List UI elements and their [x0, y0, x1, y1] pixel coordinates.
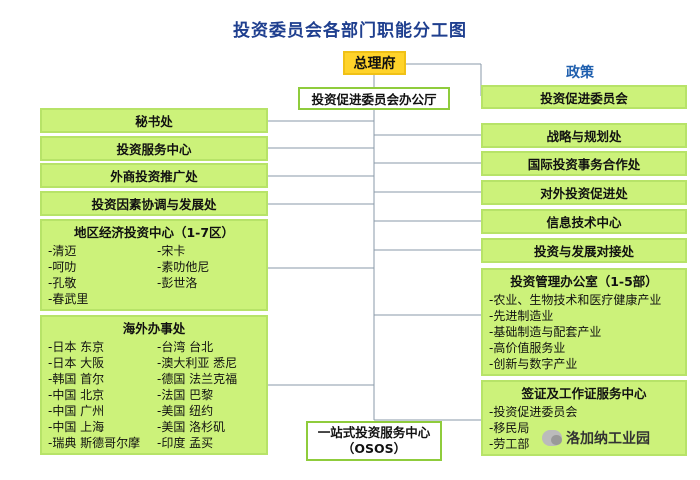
box-international-cooperation: 国际投资事务合作处	[481, 151, 687, 176]
policy-label: 政策	[566, 65, 594, 81]
regional-item: -呵叻	[48, 260, 77, 274]
visa-item: -劳工部	[489, 437, 530, 451]
overseas-item: -韩国 首尔	[48, 372, 105, 386]
regional-item: -孔敬	[48, 276, 77, 290]
regional-title: 地区经济投资中心（1-7区）	[73, 225, 235, 240]
overseas-item: -日本 东京	[48, 340, 105, 354]
osos-line1: 一站式投资服务中心	[317, 425, 431, 440]
regional-item: -素叻他尼	[157, 260, 210, 274]
box-foreign-investment-promotion: 外商投资推广处	[40, 163, 268, 188]
regional-item: -春武里	[48, 292, 89, 306]
box-center-office: 投资促进委员会办公厅	[298, 87, 450, 110]
overseas-title: 海外办事处	[122, 321, 186, 336]
overseas-item: -瑞典 斯德哥尔摩	[48, 436, 141, 450]
regional-item: -宋卡	[157, 244, 186, 258]
box-strategy-planning: 战略与规划处	[481, 123, 687, 148]
overseas-item: -美国 纽约	[157, 404, 214, 418]
overseas-item: -澳大利亚 悉尼	[157, 356, 238, 370]
investment-mgmt-item: -高价值服务业	[489, 341, 566, 355]
box-boi-committee: 投资促进委员会	[481, 85, 687, 109]
box-outbound-investment: 对外投资促进处	[481, 180, 687, 205]
panel-investment-management: 投资管理办公室（1-5部） -农业、生物技术和医疗健康产业 -先进制造业 -基础…	[481, 268, 687, 376]
wechat-icon	[542, 430, 562, 446]
overseas-item: -台湾 台北	[157, 340, 214, 354]
page-title: 投资委员会各部门职能分工图	[233, 21, 467, 41]
visa-item: -投资促进委员会	[489, 405, 578, 419]
investment-mgmt-item: -创新与数字产业	[489, 357, 578, 371]
box-investment-service-center: 投资服务中心	[40, 136, 268, 161]
panel-visa-workpermit: 签证及工作证服务中心 -投资促进委员会 -移民局 -劳工部	[481, 380, 687, 456]
box-investment-matching: 投资与发展对接处	[481, 238, 687, 263]
overseas-item: -印度 孟买	[157, 436, 214, 450]
watermark: 洛加纳工业园	[542, 428, 650, 448]
visa-title: 签证及工作证服务中心	[521, 386, 647, 401]
box-it-center: 信息技术中心	[481, 209, 687, 234]
investment-mgmt-title: 投资管理办公室（1-5部）	[510, 274, 658, 289]
regional-item: -清迈	[48, 244, 77, 258]
investment-mgmt-item: -基础制造与配套产业	[489, 325, 602, 339]
panel-regional-centers: 地区经济投资中心（1-7区） -清迈 -呵叻 -孔敬 -春武里 -宋卡 -素叻他…	[40, 219, 268, 311]
visa-item: -移民局	[489, 421, 530, 435]
overseas-item: -中国 广州	[48, 404, 105, 418]
overseas-item: -中国 上海	[48, 420, 105, 434]
overseas-item: -法国 巴黎	[157, 388, 214, 402]
box-secretariat: 秘书处	[40, 108, 268, 133]
box-osos: 一站式投资服务中心 （OSOS）	[306, 421, 442, 461]
overseas-item: -中国 北京	[48, 388, 105, 402]
osos-line2: （OSOS）	[341, 441, 407, 456]
regional-item: -彭世洛	[157, 276, 198, 290]
watermark-text: 洛加纳工业园	[566, 431, 650, 447]
panel-overseas-offices: 海外办事处 -日本 东京 -日本 大阪 -韩国 首尔 -中国 北京 -中国 广州…	[40, 315, 268, 455]
investment-mgmt-item: -农业、生物技术和医疗健康产业	[489, 293, 662, 307]
overseas-item: -美国 洛杉矶	[157, 420, 226, 434]
overseas-item: -德国 法兰克福	[157, 372, 238, 386]
investment-mgmt-item: -先进制造业	[489, 309, 554, 323]
overseas-item: -日本 大阪	[48, 356, 105, 370]
box-premier-office: 总理府	[343, 51, 406, 75]
box-investment-factors-coordination: 投资因素协调与发展处	[40, 191, 268, 216]
